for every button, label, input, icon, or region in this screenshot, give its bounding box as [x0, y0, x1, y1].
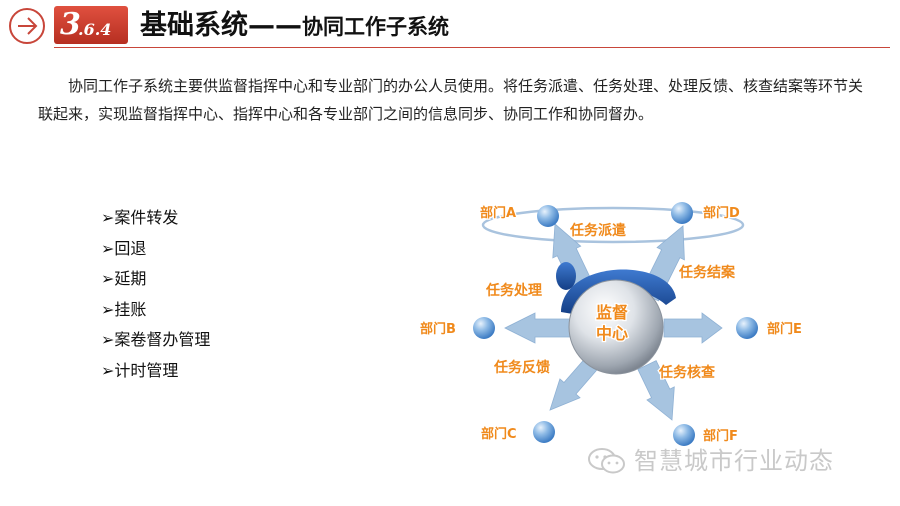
- task-dispatch-label: 任务派遣: [569, 222, 626, 239]
- center-node: [568, 279, 664, 375]
- title-sub: 协同工作子系统: [302, 15, 449, 39]
- center-label-line1: 监督: [596, 303, 628, 322]
- dept-a-node: [537, 205, 559, 227]
- chat-bubbles-icon: [588, 448, 625, 474]
- dept-f-label: 部门F: [703, 428, 738, 444]
- dept-b-label: 部门B: [420, 321, 456, 337]
- section-major: 3: [60, 7, 81, 42]
- task-close-label: 任务结案: [678, 264, 736, 281]
- feature-item: ➢计时管理: [101, 360, 179, 380]
- page-title: 基础系统——协同工作子系统: [140, 8, 449, 44]
- watermark-text: 智慧城市行业动态: [634, 447, 834, 475]
- dept-d-node: [671, 202, 693, 224]
- section-number-badge: 3 .6.4: [54, 6, 128, 44]
- feature-item: ➢回退: [101, 238, 147, 258]
- dept-c-node: [533, 421, 555, 443]
- arrow-to-dept-e: [663, 312, 723, 344]
- cap-knob: [556, 262, 576, 290]
- title-main: 基础系统——: [140, 10, 302, 41]
- task-feedback-label: 任务反馈: [493, 359, 550, 376]
- task-verify-label: 任务核查: [658, 364, 716, 381]
- dept-a-label: 部门A: [480, 205, 516, 221]
- feature-list: ➢案件转发 ➢回退 ➢延期 ➢挂账 ➢案卷督办管理 ➢计时管理: [101, 203, 210, 386]
- dept-e-label: 部门E: [767, 321, 802, 337]
- dept-e-node: [736, 317, 758, 339]
- center-label-line2: 中心: [596, 324, 628, 343]
- center-cap: [561, 269, 676, 314]
- orbit-ring: [481, 206, 745, 244]
- intro-paragraph: 协同工作子系统主要供监督指挥中心和专业部门的办公人员使用。将任务派遣、任务处理、…: [38, 77, 864, 123]
- dept-d-label: 部门D: [703, 205, 740, 221]
- feature-item: ➢案卷督办管理: [101, 330, 211, 349]
- arrow-to-dept-b: [504, 312, 572, 344]
- title-divider: [54, 47, 890, 48]
- dept-b-node: [473, 317, 495, 339]
- feature-item: ➢挂账: [101, 299, 147, 319]
- arrow-to-dept-f: [637, 360, 675, 421]
- feature-item: ➢延期: [101, 269, 147, 288]
- feature-item: ➢案件转发: [101, 208, 179, 227]
- dept-f-node: [673, 424, 695, 446]
- dept-c-label: 部门C: [481, 426, 517, 442]
- task-handle-label: 任务处理: [485, 282, 542, 299]
- arrow-to-dept-c: [549, 356, 599, 411]
- arrow-right-icon: [9, 8, 45, 44]
- section-minor: .6.4: [78, 20, 112, 39]
